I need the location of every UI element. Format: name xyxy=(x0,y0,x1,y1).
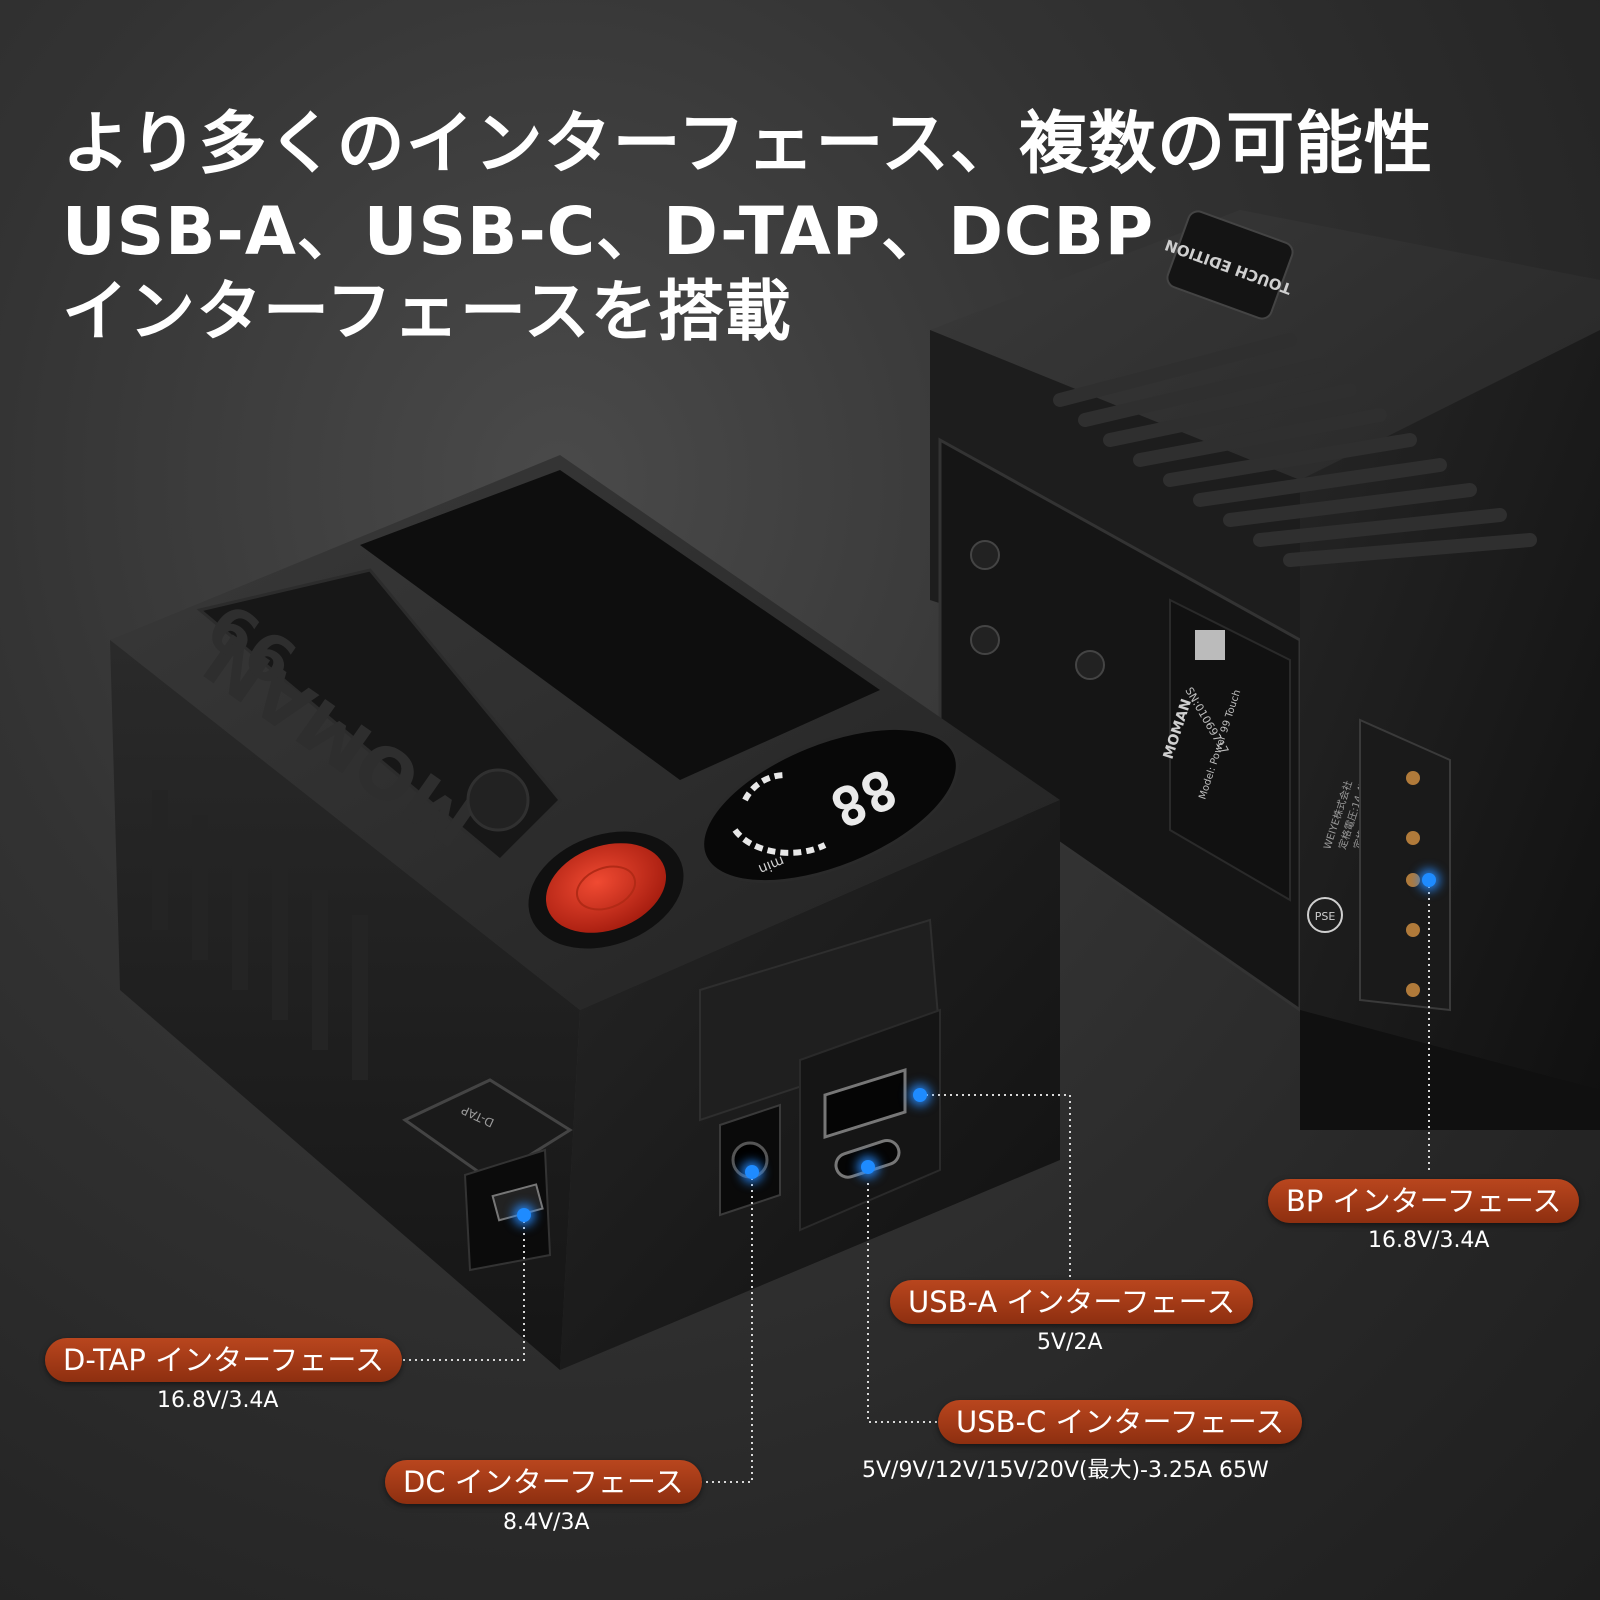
headline-line2: USB-A、USB-C、D-TAP、DCBP xyxy=(62,193,1155,270)
screw-icon xyxy=(1075,650,1105,680)
screw-icon xyxy=(970,540,1000,570)
bp-callout-spec: 16.8V/3.4A xyxy=(1368,1228,1490,1253)
headline-line3: インターフェースを搭載 xyxy=(62,273,792,350)
usb-a-callout-spec: 5V/2A xyxy=(1037,1330,1103,1355)
dc-port-indicator xyxy=(745,1165,759,1179)
usb-c-callout-label: USB-C インターフェース xyxy=(938,1400,1303,1444)
dtap-callout-spec: 16.8V/3.4A xyxy=(157,1388,279,1413)
screw-icon xyxy=(970,625,1000,655)
usb-c-port-indicator xyxy=(861,1160,875,1174)
moman-logo-icon xyxy=(466,768,530,832)
dc-callout-spec: 8.4V/3A xyxy=(503,1510,590,1535)
rear-battery: TOUCH EDITION SN:01069717 MOMAN Model: P… xyxy=(930,210,1600,1130)
leader-lines xyxy=(392,880,1430,1483)
digital-display xyxy=(701,726,959,884)
qr-code-icon xyxy=(1195,630,1225,660)
pse-mark: PSE xyxy=(1315,910,1336,923)
grip-ribs xyxy=(1053,333,1537,567)
dtap-port-indicator xyxy=(517,1208,531,1222)
power-icon xyxy=(575,865,637,911)
dc-callout-label: DC インターフェース xyxy=(385,1460,702,1504)
bp-port-indicator xyxy=(1422,873,1436,887)
dtap-callout-label: D-TAP インターフェース xyxy=(45,1338,402,1382)
power-button[interactable] xyxy=(533,827,678,948)
usb-a-port[interactable] xyxy=(823,1067,907,1140)
usb-c-callout-spec: 5V/9V/12V/15V/20V(最大)-3.25A 65W xyxy=(862,1458,1269,1483)
pse-mark-icon xyxy=(1307,897,1343,933)
bp-pins xyxy=(1406,771,1420,997)
usb-a-port-indicator xyxy=(913,1088,927,1102)
front-battery: MOMAN 99 88 min D-TAP xyxy=(110,455,1060,1370)
usb-a-callout-label: USB-A インターフェース xyxy=(890,1280,1254,1324)
bp-connector xyxy=(1359,718,1451,1012)
headline-line1: より多くのインターフェース、複数の可能性 xyxy=(62,105,1434,184)
bp-callout-label: BP インターフェース xyxy=(1268,1179,1580,1223)
side-ribs xyxy=(152,790,368,1080)
spec-label xyxy=(1169,598,1291,902)
